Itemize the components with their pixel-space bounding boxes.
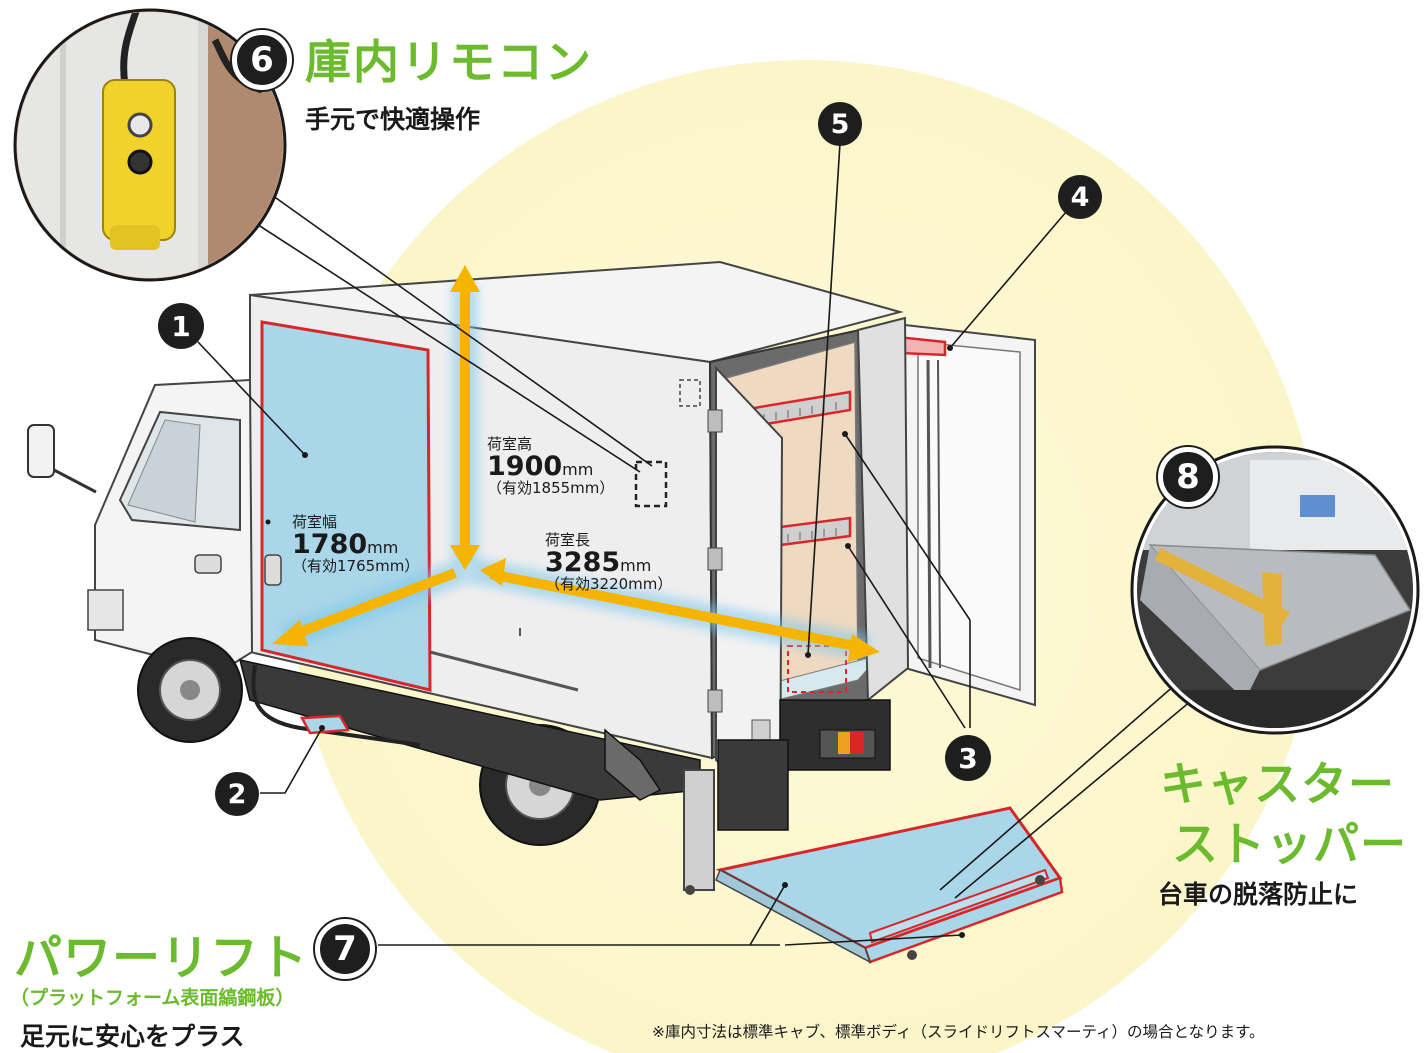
- feature-6-caption: 手元で快適操作: [305, 105, 481, 134]
- marker-5-number: 5: [830, 108, 850, 140]
- feature-8-badge: 8: [1158, 447, 1218, 507]
- marker-5: 5: [818, 102, 862, 146]
- feature-8-title-line1: キャスター: [1160, 757, 1395, 811]
- marker-4-number: 4: [1070, 181, 1090, 213]
- dimension-height: 荷室高 1900mm （有効1855mm）: [487, 435, 615, 498]
- marker-3: 3: [945, 735, 991, 781]
- dimension-height-label: 荷室高: [487, 435, 533, 453]
- marker-1-number: 1: [171, 309, 191, 343]
- side-door-handle: [264, 554, 282, 586]
- dimension-width-value: 1780: [292, 528, 368, 560]
- feature-7-number: 7: [333, 929, 357, 969]
- side-mirror: [27, 424, 55, 478]
- dimension-length-value: 3285: [545, 546, 621, 578]
- feature-7-title: パワーリフト: [14, 930, 309, 986]
- front-wheel: [137, 637, 243, 743]
- footnote: ※庫内寸法は標準キャブ、標準ボディ（スライドリフトスマーティ）の場合となります。: [652, 1023, 1265, 1041]
- feature-6-title: 庫内リモコン: [305, 35, 593, 89]
- dimension-width: 荷室幅 1780mm （有効1765mm）: [292, 513, 420, 576]
- feature-8-number: 8: [1176, 457, 1200, 497]
- feature-6-number: 6: [250, 40, 274, 80]
- feature-8-title-line2: ストッパー: [1172, 817, 1407, 871]
- feature-6-badge: 6: [232, 30, 292, 90]
- remote-location-dashed: [634, 460, 668, 508]
- feature-8-caption: 台車の脱落防止に: [1158, 880, 1359, 909]
- marker-4: 4: [1058, 175, 1102, 219]
- feature-7-badge: 7: [315, 919, 375, 979]
- dimension-height-effective: （有効1855mm）: [487, 479, 615, 498]
- dimension-length-unit: mm: [620, 555, 652, 575]
- dimension-length-effective: （有効3220mm）: [545, 575, 673, 594]
- dimension-height-unit: mm: [562, 459, 594, 479]
- dimension-height-value: 1900: [487, 450, 563, 482]
- feature-7-caption: 足元に安心をプラス: [20, 1022, 245, 1051]
- step-highlight: [299, 714, 351, 735]
- marker-1: 1: [158, 303, 204, 349]
- marker-2: 2: [215, 772, 259, 816]
- feature-7-subtitle: （プラットフォーム表面縞鋼板）: [10, 987, 295, 1009]
- dimension-width-effective: （有効1765mm）: [292, 557, 420, 576]
- dimension-length-label: 荷室長: [545, 531, 591, 549]
- marker-2-number: 2: [227, 778, 247, 810]
- dimension-arrows: [272, 265, 880, 662]
- dimension-width-unit: mm: [367, 537, 399, 557]
- dimension-width-label: 荷室幅: [292, 513, 338, 531]
- marker-3-number: 3: [958, 741, 978, 775]
- dimension-length: 荷室長 3285mm （有効3220mm）: [545, 531, 673, 594]
